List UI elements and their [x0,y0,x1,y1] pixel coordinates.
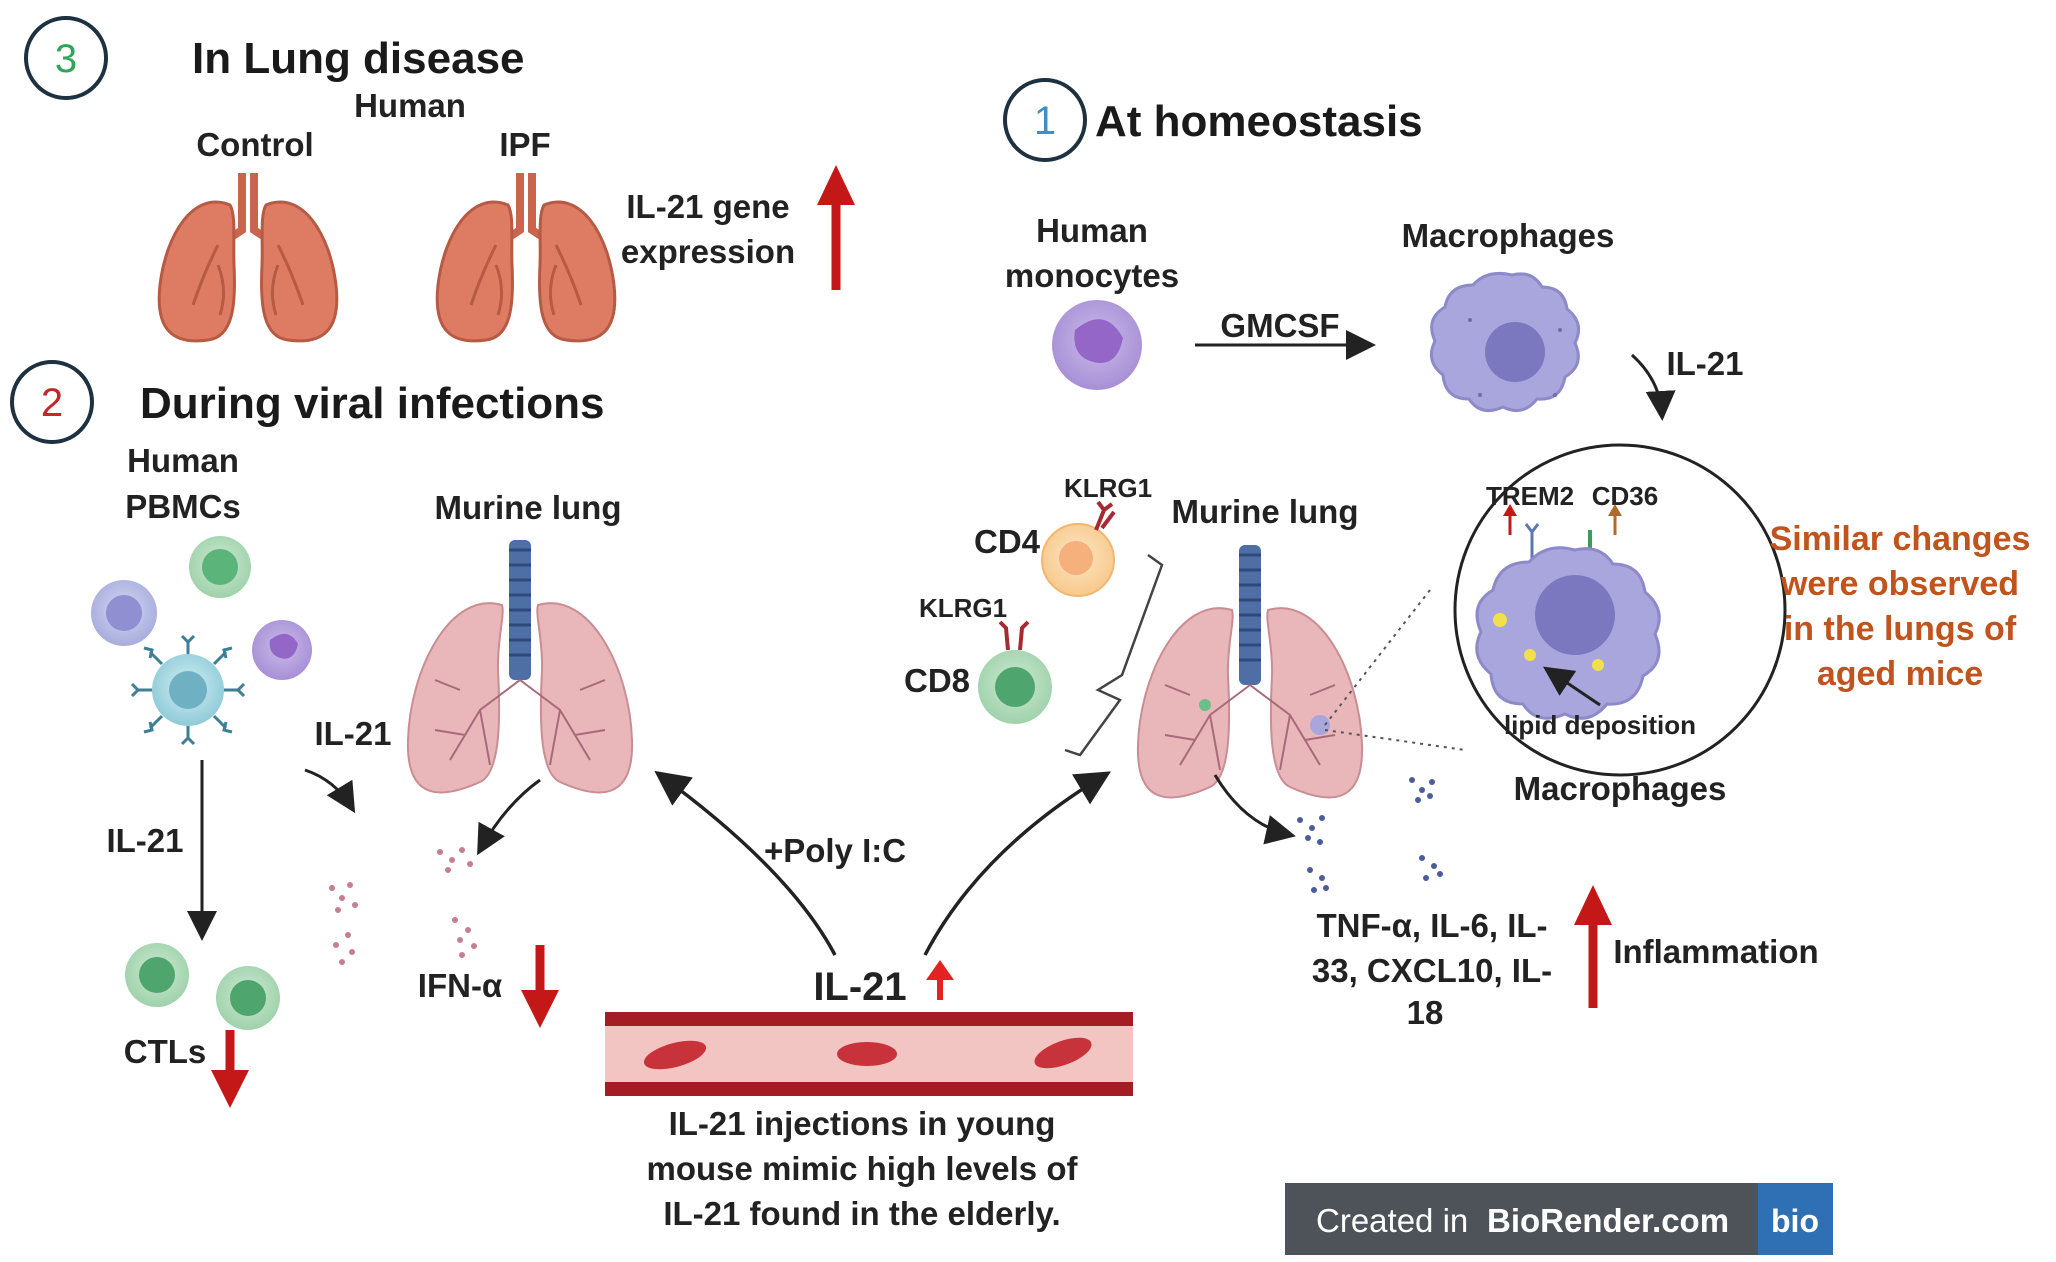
biorender-brand: BioRender.com [1487,1202,1729,1239]
macrophage-top-icon [1429,271,1581,413]
section-1-number: 1 [1034,99,1056,143]
section-2-title: During viral infections [140,379,605,428]
human-label: Human [354,87,466,124]
il21-to-lung-label: IL-21 [314,715,391,752]
il21-macrophage-label: IL-21 [1666,345,1743,382]
section-3-title: In Lung disease [192,34,525,83]
ifn-down-arrow-icon [521,945,559,1028]
cytokines-line1: TNF-α, IL-6, IL- [1316,907,1547,944]
aged-note-line4: aged mice [1817,655,1983,693]
caption-line1: IL-21 injections in young [669,1105,1056,1142]
macrophages-bottom-label: Macrophages [1514,770,1727,807]
monocyte-label-line1: Human [1036,212,1148,249]
ctl-cells-icon [125,943,280,1030]
cytokines-line2: 33, CXCL10, IL- [1312,952,1552,989]
section-2-viral-infections: 2 During viral infections Human PBMCs IL… [10,360,634,1108]
blood-vessel-icon [605,1012,1133,1096]
ctl-down-arrow-icon [211,1030,249,1108]
cd8-cell-icon [978,620,1052,724]
macrophages-top-label: Macrophages [1402,217,1615,254]
cytokine-particles-icon [1297,777,1443,893]
arrow-il21-to-lung [304,768,356,814]
murine-lung-left-icon [406,540,634,794]
bracket-t-cells [1064,553,1164,757]
arrow-il21-to-left-lung [654,770,837,956]
aged-note-line2: were observed [1780,565,2019,603]
section-1-homeostasis: 1 At homeostasis Human monocytes GMCSF M… [904,78,2031,1031]
control-lungs-icon [157,173,339,343]
trem2-label: TREM2 [1486,481,1574,511]
lipid-deposition-label: lipid deposition [1504,710,1696,740]
biorender-watermark: Created in BioRender.com bio [1285,1183,1833,1255]
pbmc-label-line2: PBMCs [125,488,241,525]
aged-note-line3: in the lungs of [1784,610,2017,648]
murine-lung-label-right: Murine lung [1172,493,1359,530]
section-3-lung-disease: 3 In Lung disease Human Control IPF IL-2… [24,16,855,343]
klrg1-cd4-label: KLRG1 [1064,473,1152,503]
murine-lung-right-icon [1136,545,1364,799]
ifn-particles-icon [329,847,477,965]
cd4-cell-icon [1041,500,1116,597]
il21-gene-expression-line2: expression [621,233,795,270]
section-2-number: 2 [41,381,63,425]
cytokines-line3: 18 [1407,994,1444,1031]
murine-lung-label-left: Murine lung [435,489,622,526]
monocyte-icon [1052,300,1142,390]
inflammation-up-arrow-icon [1574,885,1612,1008]
ipf-lungs-icon [435,173,617,343]
arrow-lung-to-ifn [477,778,541,856]
center-up-arrow-icon [926,960,954,1000]
poly-ic-label: +Poly I:C [764,832,906,869]
center-il21-injection: +Poly I:C IL-21 IL-21 injections in youn… [605,770,1133,1232]
klrg1-cd8-label: KLRG1 [919,593,1007,623]
control-label: Control [196,126,313,163]
arrow-il21-macrophage [1631,353,1676,421]
ctls-label: CTLs [124,1033,207,1070]
il21-to-ctl-label: IL-21 [106,822,183,859]
inflammation-label: Inflammation [1613,933,1818,970]
caption-line3: IL-21 found in the elderly. [663,1195,1060,1232]
arrow-il21-to-right-lung [923,771,1112,956]
up-arrow-red-icon [817,165,855,290]
section-2-number-circle [10,360,94,444]
gmcsf-label: GMCSF [1220,307,1339,344]
cd36-label: CD36 [1592,481,1658,511]
biorender-tag: bio [1771,1203,1819,1239]
section-1-title: At homeostasis [1095,97,1423,146]
arrow-lipid [1543,666,1601,707]
ipf-label: IPF [499,126,550,163]
cd4-label: CD4 [974,523,1041,560]
cd8-label: CD8 [904,662,970,699]
caption-line2: mouse mimic high levels of [647,1150,1079,1187]
center-il21-label: IL-21 [813,965,906,1009]
arrow-lung-to-cytokines [1213,774,1296,845]
ifn-alpha-label: IFN-α [418,967,502,1004]
aged-note-line1: Similar changes [1770,520,2031,558]
il21-gene-expression-line1: IL-21 gene [626,188,789,225]
section-3-number: 3 [55,37,77,81]
pbmc-label-line1: Human [127,442,239,479]
pbmc-cells-icon [91,536,312,746]
section-3-number-circle [24,16,108,100]
monocyte-label-line2: monocytes [1005,257,1179,294]
macrophage-zoom-icon [1475,546,1661,720]
biorender-prefix: Created in [1316,1202,1468,1239]
section-1-number-circle [1003,78,1087,162]
